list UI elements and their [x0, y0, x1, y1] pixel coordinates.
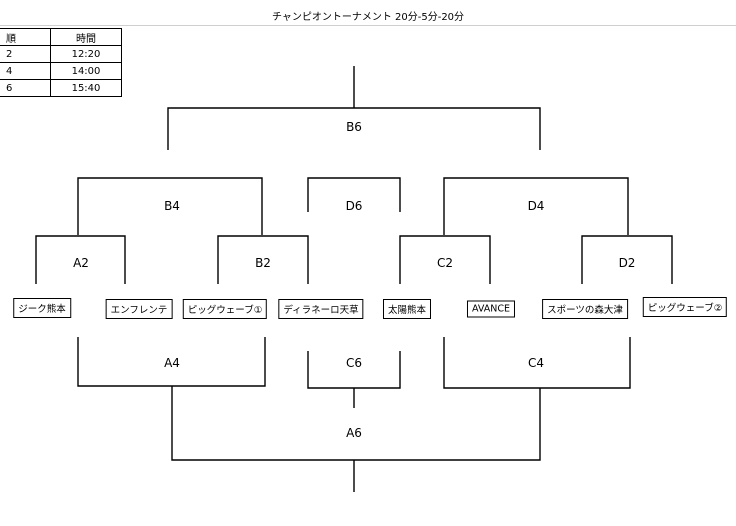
bracket-line-b4 — [77, 177, 263, 235]
match-label-d4: D4 — [527, 199, 545, 213]
page-title: チャンピオントーナメント 20分-5分-20分 — [271, 12, 465, 23]
bracket-line-d2 — [581, 235, 673, 284]
match-label-c2: C2 — [436, 256, 454, 270]
match-label-b4: B4 — [164, 199, 180, 213]
team-box-2: エンフレンテ — [105, 299, 173, 319]
bracket-line-d6 — [307, 177, 401, 212]
table-row: 2 12:20 — [0, 45, 122, 63]
match-label-a2: A2 — [73, 256, 89, 270]
team-box-1: ジーク熊本 — [13, 298, 71, 318]
team-box-3: ピッグウェーブ① — [182, 299, 268, 319]
bracket-line-b6 — [167, 107, 541, 150]
time-cell: 15:40 — [50, 79, 122, 97]
match-label-d6: D6 — [345, 199, 363, 213]
bracket-line-a2 — [35, 235, 126, 284]
match-label-c6: C6 — [345, 356, 363, 370]
match-label-a6: A6 — [346, 426, 362, 440]
team-box-6: AVANCE — [466, 300, 516, 318]
match-label-d2: D2 — [618, 256, 636, 270]
team-box-8: ピッグウェーブ② — [642, 297, 728, 317]
bracket-line-c4 — [443, 337, 631, 389]
bracket-line-a6 — [171, 386, 541, 461]
title-divider — [0, 25, 736, 26]
team-box-7: スポーツの森大津 — [542, 299, 628, 319]
table-header-row: 順 時間 — [0, 28, 122, 46]
bracket-line-d4 — [443, 177, 629, 235]
schedule-table: 順 時間 2 12:20 4 14:00 6 15:40 — [0, 28, 122, 97]
bracket-line-c2 — [399, 235, 491, 284]
team-box-5: 太陽熊本 — [382, 299, 432, 319]
match-label-c4: C4 — [527, 356, 545, 370]
match-label-b2: B2 — [255, 256, 271, 270]
header-time: 時間 — [50, 28, 122, 46]
match-label-a4: A4 — [164, 356, 180, 370]
match-label-b6: B6 — [346, 120, 362, 134]
table-row: 6 15:40 — [0, 79, 122, 97]
bracket-line-b2 — [217, 235, 309, 284]
team-box-4: ディラネーロ天草 — [278, 299, 364, 319]
